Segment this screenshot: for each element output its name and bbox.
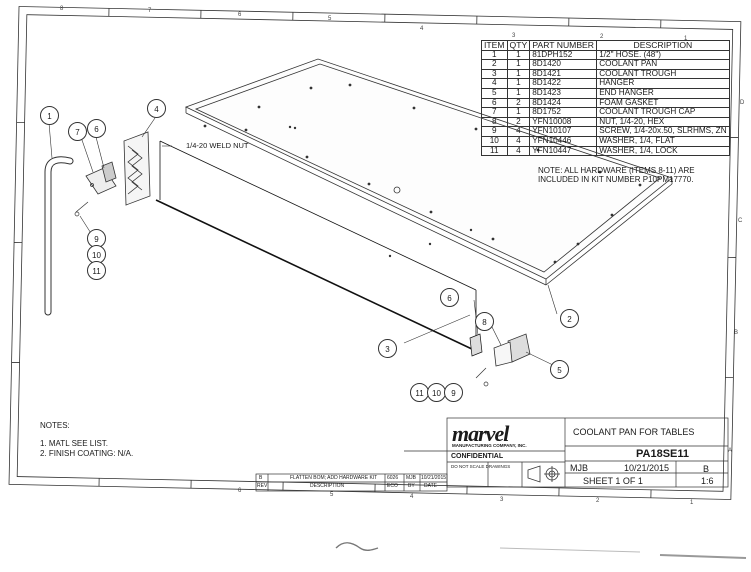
drawn-by: MJB: [570, 463, 588, 473]
hose: [48, 160, 70, 312]
general-notes: NOTES: 1. MATL SEE LIST. 2. FINISH COATI…: [40, 421, 133, 459]
end-hanger: [494, 334, 530, 366]
zone-label-side: B: [734, 330, 738, 336]
hanger: [124, 132, 150, 205]
bom-cell-part: 8D1752: [530, 108, 597, 118]
bom-cell-part: 8D1423: [530, 88, 597, 98]
drawing-revision: B: [703, 464, 709, 474]
bom-cell-desc: SCREW, 1/4-20x.50, SLRHMS, ZN: [597, 127, 729, 137]
company-subtitle: MANUFACTURING COMPANY, INC.: [452, 443, 527, 448]
bom-cell-qty: 1: [507, 60, 530, 70]
bom-header-desc: DESCRIPTION: [597, 41, 729, 51]
zone-label-bottom: 2: [596, 498, 599, 504]
drawing-title: COOLANT PAN FOR TABLES: [573, 427, 694, 437]
bom-header-qty: QTY: [507, 41, 530, 51]
bom-cell-qty: 1: [507, 88, 530, 98]
bom-header-item: ITEM: [482, 41, 508, 51]
zone-label-top: 3: [512, 33, 515, 39]
hardware-stack-left: [75, 202, 88, 216]
drawing-scale: 1:6: [701, 476, 714, 486]
balloon-item-6: 6: [440, 288, 459, 307]
scan-artifacts: [336, 543, 746, 558]
zone-label-bottom: 5: [330, 492, 333, 498]
bom-cell-desc: WASHER, 1/4, LOCK: [597, 146, 729, 156]
balloon-item-7: 7: [68, 122, 87, 141]
zone-label-top: 4: [420, 26, 423, 32]
bom-cell-qty: 4: [507, 136, 530, 146]
notes-heading: NOTES:: [40, 421, 133, 431]
zone-label-side: C: [738, 218, 742, 224]
trough-cap: [86, 162, 116, 194]
balloon-item-1: 1: [40, 106, 59, 125]
bom-header-row: ITEM QTY PART NUMBER DESCRIPTION: [482, 41, 730, 51]
zone-label-top: 6: [238, 12, 241, 18]
zone-label-bottom: 1: [690, 500, 693, 506]
revision-by: MJB: [406, 475, 416, 481]
balloon-item-2: 2: [560, 309, 579, 328]
bom-cell-qty: 1: [507, 108, 530, 118]
zone-label-bottom: 4: [410, 494, 413, 500]
drawing-date: 10/21/2015: [624, 463, 669, 473]
weld-nut-label: 1/4-20 WELD NUT: [186, 141, 249, 150]
bom-cell-item: 11: [482, 146, 508, 156]
bom-cell-item: 10: [482, 136, 508, 146]
balloon-item-8: 8: [475, 312, 494, 331]
bom-cell-item: 9: [482, 127, 508, 137]
revision-description: FLATTEN BOM; ADD HARDWARE KIT: [290, 475, 377, 481]
balloon-item-11: 11: [87, 261, 106, 280]
hardware-kit-note: NOTE: ALL HARDWARE (ITEMS 8-11) ARE INCL…: [538, 166, 698, 184]
zone-label-top: 7: [148, 8, 151, 14]
bom-cell-item: 7: [482, 108, 508, 118]
zone-label-side: A: [728, 448, 732, 454]
zone-label-top: 8: [60, 6, 63, 12]
bom-cell-item: 2: [482, 60, 508, 70]
revision-header-rev: REV: [257, 483, 267, 489]
bom-cell-desc: COOLANT PAN: [597, 60, 729, 70]
zone-label-bottom: 3: [500, 497, 503, 503]
revision-header-desc: DESCRIPTION: [310, 483, 344, 489]
drawing-number: PA18SE11: [636, 448, 689, 460]
balloon-item-6: 6: [87, 119, 106, 138]
zone-label-top: 5: [328, 16, 331, 22]
revision-header-by: BY: [408, 483, 415, 489]
balloon-item-4: 4: [147, 99, 166, 118]
bom-cell-desc: WASHER, 1/4, FLAT: [597, 136, 729, 146]
bom-cell-qty: 4: [507, 146, 530, 156]
bom-cell-part: YFN10447: [530, 146, 597, 156]
bom-cell-part: YFN10446: [530, 136, 597, 146]
bom-cell-desc: END HANGER: [597, 88, 729, 98]
confidential-label: CONFIDENTIAL: [451, 453, 503, 460]
bom-cell-part: YFN10107: [530, 127, 597, 137]
bom-cell-qty: 4: [507, 127, 530, 137]
bom-cell-item: 5: [482, 88, 508, 98]
revision-letter: B: [259, 475, 262, 481]
balloon-item-3: 3: [378, 339, 397, 358]
revision-header-eco: ECO: [387, 483, 398, 489]
note-line: 1. MATL SEE LIST.: [40, 439, 133, 449]
revision-header-date: DATE: [424, 483, 437, 489]
do-not-scale-label: DO NOT SCALE DRAWINGS: [451, 464, 510, 469]
balloon-item-9: 9: [444, 383, 463, 402]
bom-cell-desc: COOLANT TROUGH CAP: [597, 108, 729, 118]
zone-label-side: D: [740, 100, 744, 106]
projection-symbol-icon: [528, 466, 560, 482]
bom-header-part: PART NUMBER: [530, 41, 597, 51]
hardware-stack-right: [476, 368, 488, 386]
sheet-number: SHEET 1 OF 1: [583, 476, 643, 486]
bom-cell-part: 8D1420: [530, 60, 597, 70]
revision-date: 10/21/2015: [421, 475, 446, 481]
note-line: 2. FINISH COATING: N/A.: [40, 449, 133, 459]
balloon-item-5: 5: [550, 360, 569, 379]
zone-label-bottom: 6: [238, 488, 241, 494]
revision-eco: 6026: [387, 475, 398, 481]
